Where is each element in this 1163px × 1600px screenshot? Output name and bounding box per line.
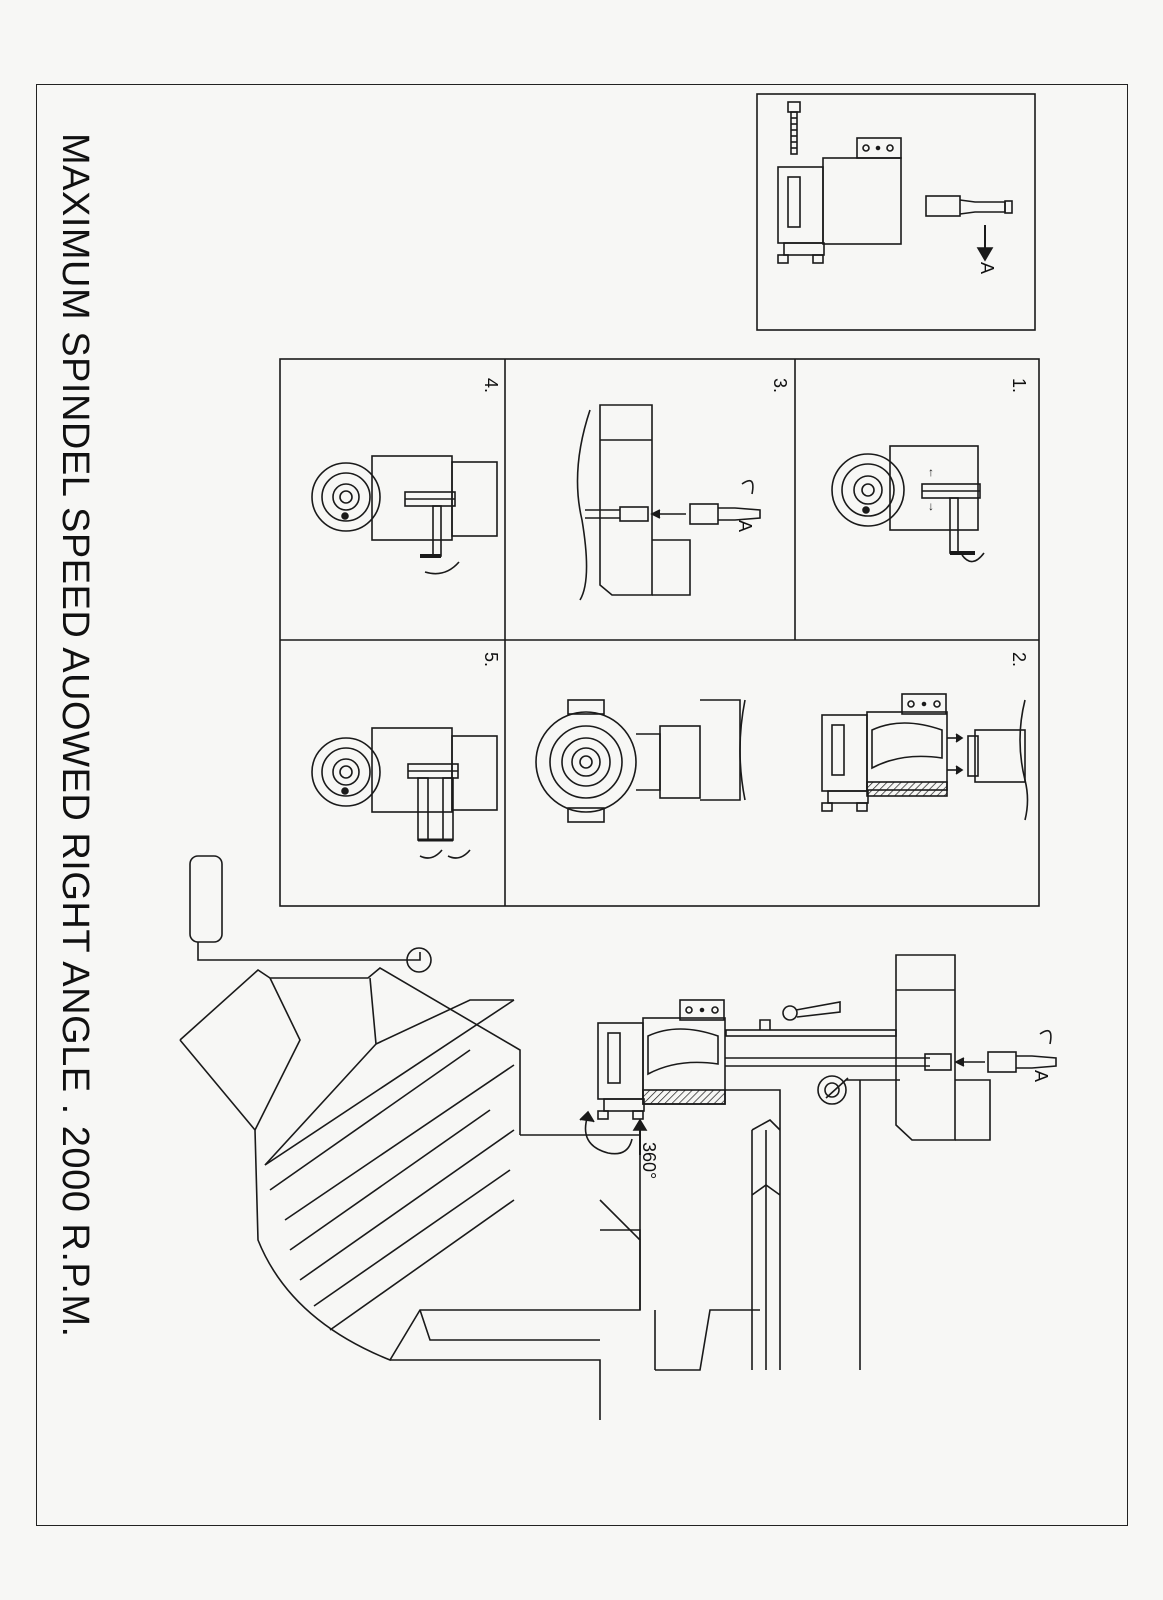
tool-part <box>925 195 1013 217</box>
step-5-figure <box>311 727 498 859</box>
step-1-label: 1. <box>1009 378 1029 394</box>
page-frame <box>36 84 1128 1526</box>
bolt-part <box>787 101 801 155</box>
step-4-figure <box>311 455 498 575</box>
callout-a-step3: A <box>735 520 755 533</box>
step-4-label: 4. <box>481 378 501 394</box>
milling-machine-illustration <box>179 855 1057 1420</box>
steps-grid <box>279 358 1040 907</box>
step-2-label: 2. <box>1009 652 1029 668</box>
step-3-figure <box>576 404 761 601</box>
callout-a-inset: A <box>977 262 997 275</box>
step-1-figure: ↑ ↓ <box>831 445 985 563</box>
rotation-callout: 360° <box>639 1142 659 1180</box>
step-3-label: 3. <box>770 378 790 394</box>
step-5-label: 5. <box>481 652 501 668</box>
step-2-figure <box>535 693 1029 823</box>
svg-text:↓: ↓ <box>928 499 934 513</box>
inset-panel <box>756 93 1036 331</box>
svg-text:↑: ↑ <box>928 465 934 479</box>
right-angle-head-part <box>777 137 902 264</box>
callout-a-main: A <box>1031 1070 1051 1083</box>
